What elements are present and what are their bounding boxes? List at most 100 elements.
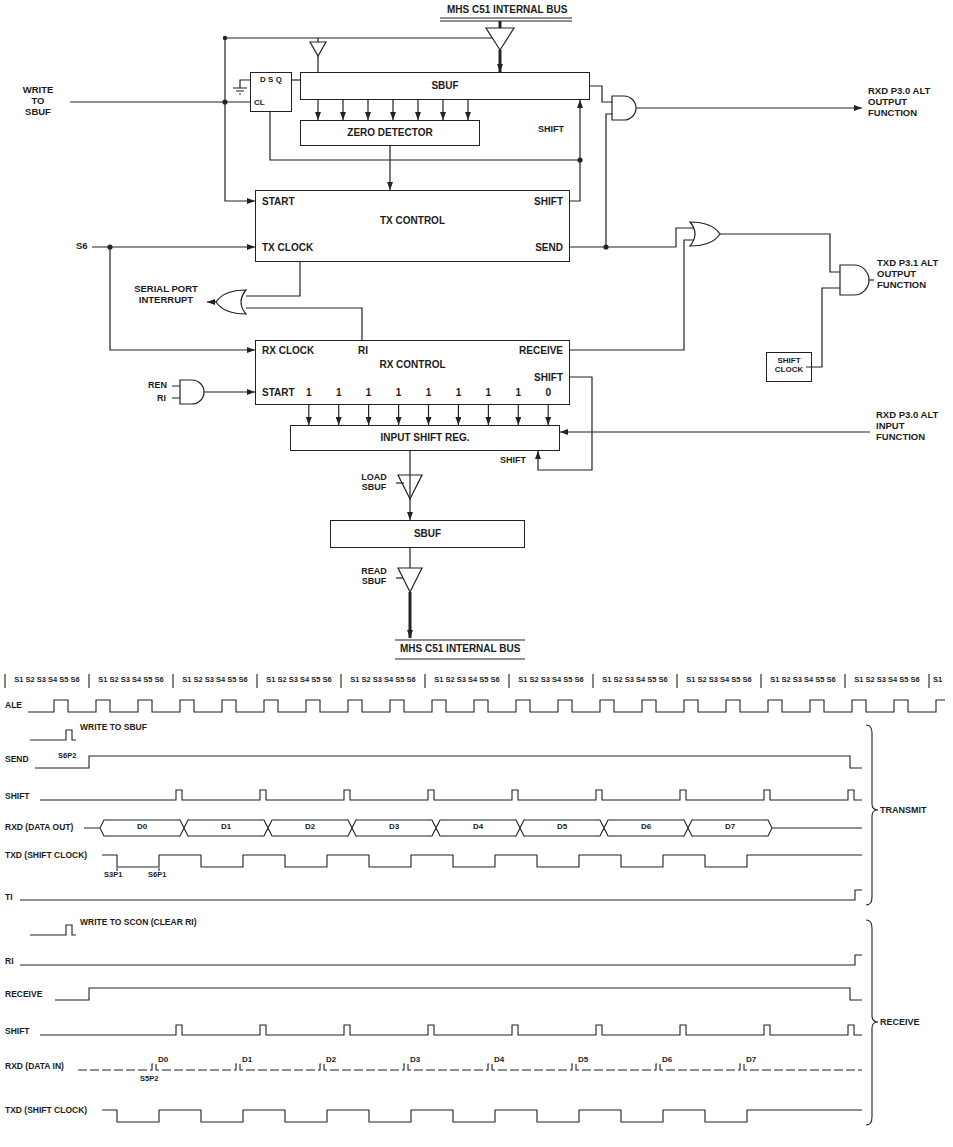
send-wire [606, 114, 612, 247]
connector [317, 100, 318, 120]
state-label: S1 S2 S3 S4 S5 S6 [763, 676, 843, 685]
signal-label: SERIAL PORT INTERRUPT [128, 284, 204, 306]
box-text: D S Q [260, 75, 282, 84]
signal-label: RI [157, 393, 166, 403]
zero-detector: ZERO DETECTOR [300, 120, 480, 146]
write-pulse [30, 925, 76, 935]
connector [570, 100, 580, 201]
connector [417, 100, 418, 120]
enable-wire [396, 482, 404, 483]
signal-label: WRITE TO SBUF [80, 723, 147, 733]
receive-wire [570, 240, 694, 350]
junction-dot [604, 245, 608, 249]
brace [866, 920, 878, 1125]
signal-label: WRITE TO SBUF [18, 85, 58, 118]
and-gate [180, 380, 204, 404]
or-gate [216, 290, 246, 314]
connector [458, 405, 459, 425]
box-text: SHIFT CLOCK [771, 356, 807, 374]
data-in-wave [78, 1064, 862, 1070]
connector [467, 100, 468, 120]
sbuf-register: SBUF [330, 520, 525, 548]
box-text: START [262, 196, 295, 208]
box-text: RX CLOCK [262, 345, 314, 357]
box-text: INPUT SHIFT REG. [381, 432, 470, 444]
state-label: S1 S2 S3 S4 S5 S6 [595, 676, 675, 685]
connector [518, 405, 519, 425]
output-wire [636, 107, 862, 108]
bit-label: D1 [184, 822, 268, 831]
state-label: S1 S2 S3 S4 S5 S6 [175, 676, 255, 685]
buffer-symbol [310, 42, 326, 56]
box-text: CL [254, 98, 265, 107]
connector [368, 405, 369, 425]
signal-label: READ SBUF [354, 566, 394, 587]
signal-label: SHIFT [5, 792, 30, 802]
bit-label: D3 [410, 1055, 420, 1064]
enable-wire [225, 37, 492, 38]
enable-wire [396, 577, 403, 578]
shift-wave [40, 790, 862, 800]
send-wave [35, 756, 862, 768]
box-text: RX CONTROL [379, 359, 445, 371]
output-wire [869, 279, 874, 280]
block-diagram-wires [70, 18, 874, 659]
connector [398, 405, 399, 425]
ri-wave [20, 955, 862, 965]
or-gate [690, 222, 720, 246]
state-label: S1 [933, 676, 942, 685]
bit-label: D5 [578, 1055, 588, 1064]
connector [392, 100, 393, 120]
junction-dot [223, 36, 226, 39]
bus-bar [395, 640, 525, 659]
connector [548, 405, 549, 425]
timing-point-label: S3P1 [104, 871, 122, 880]
bit-label: D0 [158, 1055, 168, 1064]
section-label: TRANSMIT [880, 805, 927, 815]
start-wire [204, 391, 255, 392]
bit-label: D7 [688, 822, 772, 831]
signal-label: SHIFT [500, 455, 526, 465]
connector [409, 451, 410, 520]
brace [866, 725, 878, 905]
state-label: S1 S2 S3 S4 S5 S6 [511, 676, 591, 685]
bit-label: D0 [100, 822, 184, 831]
timing-point-label: S6P1 [148, 871, 166, 880]
signal-label: SEND [5, 755, 29, 765]
box-text: RI [358, 345, 368, 357]
interrupt-wire [246, 262, 362, 340]
connector [342, 100, 343, 120]
box-text: ZERO DETECTOR [347, 127, 432, 139]
clock-wave [102, 1110, 862, 1122]
buffer-wire [317, 38, 318, 72]
send-wire [570, 228, 694, 247]
timing-point-label: S5P2 [140, 1075, 158, 1084]
shift-clock-box: SHIFT CLOCK [766, 352, 812, 382]
signal-label: ALE [5, 701, 22, 711]
signal-label: RXD (DATA IN) [5, 1062, 64, 1072]
connector [389, 146, 390, 190]
interrupt-wire [207, 301, 216, 302]
section-label: RECEIVE [880, 1017, 920, 1027]
signal-label: S6 [76, 241, 88, 252]
state-divider [5, 674, 929, 688]
box-text: 1 1 1 1 1 1 1 1 0 [306, 387, 551, 399]
data-wire [590, 86, 612, 102]
signal-label: RI [5, 957, 14, 967]
ti-wave [20, 890, 862, 900]
signal-label: LOAD SBUF [354, 472, 394, 493]
timing-waveforms [5, 674, 945, 1125]
bus-label: MHS C51 INTERNAL BUS [447, 4, 567, 16]
bit-label: D6 [662, 1055, 672, 1064]
and-gate [612, 96, 636, 120]
flip-flop: D S Q CL [250, 72, 292, 112]
state-label: S1 S2 S3 S4 S5 S6 [91, 676, 171, 685]
signal-label: RECEIVE [5, 990, 42, 1000]
state-label: S1 S2 S3 S4 S5 S6 [7, 676, 87, 685]
connector [428, 405, 429, 425]
signal-label: RXD (DATA OUT) [5, 823, 73, 833]
ground-symbol [233, 80, 250, 94]
input-shift-register: INPUT SHIFT REG. [290, 425, 560, 451]
box-text: RECEIVE [519, 345, 563, 357]
